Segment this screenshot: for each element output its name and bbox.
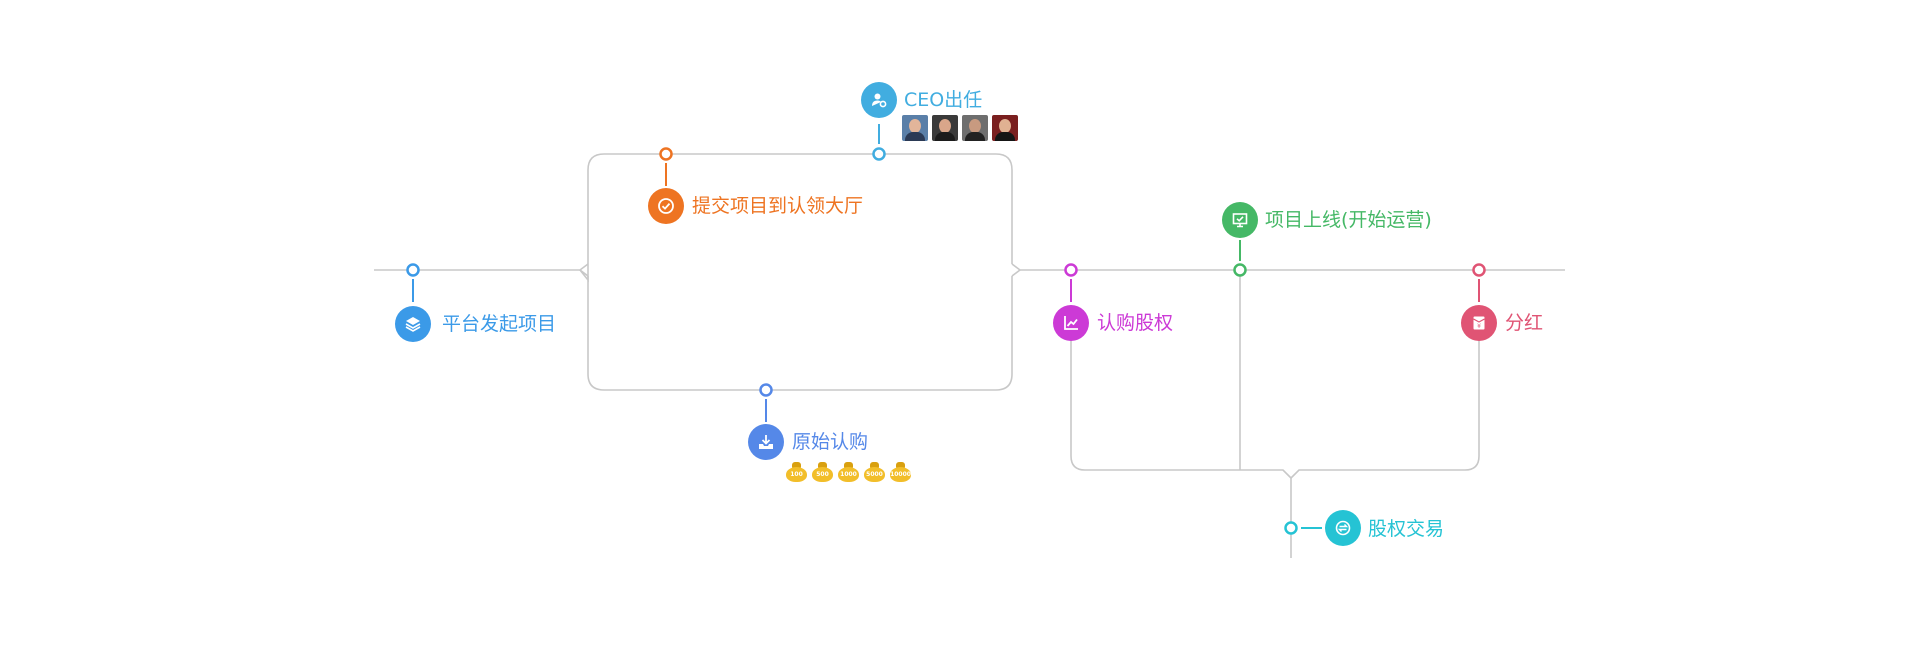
avatar: [962, 115, 988, 141]
download-tray-icon: [759, 435, 773, 449]
node-icon-online[interactable]: [1222, 202, 1258, 238]
money-bag-icon: 1000: [838, 462, 859, 482]
svg-text:¥: ¥: [1477, 323, 1481, 330]
stems: [412, 124, 1480, 529]
node-label-submit: 提交项目到认领大厅: [692, 195, 864, 217]
junction-dot-dividend: [1472, 263, 1486, 277]
node-label-dividend: 分红: [1505, 312, 1544, 334]
junction-dot-original: [759, 383, 773, 397]
junction-dots: [406, 147, 1486, 535]
money-bag-amount: 1000: [838, 467, 859, 482]
node-label-ceo: CEO出任: [904, 89, 983, 111]
avatar: [992, 115, 1018, 141]
node-icon-dividend[interactable]: ¥: [1461, 305, 1497, 341]
money-bag-icon: 500: [812, 462, 833, 482]
money-bag-amount: 5000: [864, 467, 885, 482]
money-bag-amount: 10000: [890, 467, 911, 482]
junction-dot-ceo: [872, 147, 886, 161]
node-icon-platform[interactable]: [395, 306, 431, 342]
money-bag-amount: 500: [812, 467, 833, 482]
junction-dot-online: [1233, 263, 1247, 277]
junction-dot-platform: [406, 263, 420, 277]
exchange-icon: [1335, 520, 1351, 536]
junction-dot-trade: [1284, 521, 1298, 535]
yen-envelope-icon: ¥: [1473, 316, 1485, 330]
node-label-trade: 股权交易: [1368, 518, 1445, 540]
avatar: [902, 115, 928, 141]
monitor-check-icon: [1232, 213, 1248, 228]
money-bags: 100 500 1000 5000 10000: [786, 462, 911, 482]
node-label-online: 项目上线(开始运营): [1265, 209, 1432, 231]
node-icon-subscribe[interactable]: [1053, 305, 1089, 341]
connector-lines: [374, 153, 1565, 558]
node-label-platform: 平台发起项目: [442, 313, 557, 335]
node-icon-ceo[interactable]: [861, 82, 897, 118]
check-circle-icon: [658, 198, 674, 214]
money-bag-icon: 10000: [890, 462, 911, 482]
layers-icon: [405, 317, 421, 332]
node-icon-trade[interactable]: [1325, 510, 1361, 546]
junction-dot-submit: [659, 147, 673, 161]
avatar: [932, 115, 958, 141]
node-label-original: 原始认购: [792, 431, 869, 453]
node-icon-original[interactable]: [748, 424, 784, 460]
node-label-subscribe: 认购股权: [1097, 312, 1174, 334]
money-bag-icon: 100: [786, 462, 807, 482]
money-bag-icon: 5000: [864, 462, 885, 482]
node-icon-submit[interactable]: [648, 188, 684, 224]
money-bag-amount: 100: [786, 467, 807, 482]
line-chart-icon: [1064, 316, 1078, 330]
ceo-avatars: [902, 115, 1018, 141]
user-gear-icon: [872, 93, 887, 108]
junction-dot-subscribe: [1064, 263, 1078, 277]
